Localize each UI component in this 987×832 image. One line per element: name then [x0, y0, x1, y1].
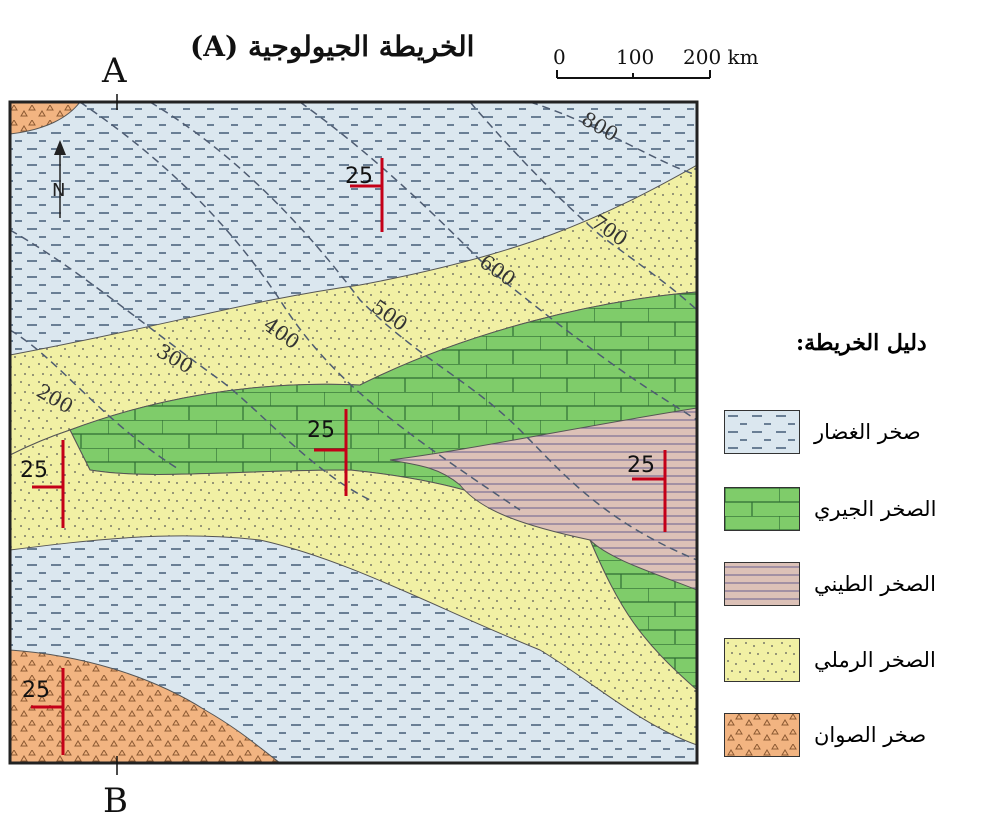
north-arrow-head [54, 140, 66, 155]
scale-label-0: 0 [553, 45, 566, 69]
dip-symbol [350, 158, 384, 232]
legend-item-shale: صخر الغضار [724, 410, 974, 454]
contour-600 [299, 102, 697, 421]
legend-label: صخر الغضار [814, 420, 921, 444]
section-label-a: A [101, 51, 127, 91]
legend-item-limestone: الصخر الجيري [724, 487, 974, 531]
scale-label-100: 100 [616, 45, 654, 69]
dip-value: 25 [627, 453, 655, 478]
dip-symbols [31, 158, 667, 755]
scale-bar: 0 100 200 km [553, 45, 759, 79]
legend-item-mudstone: الصخر الطيني [724, 562, 974, 606]
dip-value: 25 [307, 418, 335, 443]
legend-label: الصخر الجيري [814, 497, 937, 521]
legend-title: دليل الخريطة: [796, 330, 927, 356]
section-label-b: B [103, 781, 128, 821]
dip-symbol [632, 450, 667, 532]
dip-value: 25 [22, 678, 50, 703]
legend-swatch-chert [724, 713, 800, 757]
legend-label: صخر الصوان [814, 723, 927, 747]
dip-symbol [32, 440, 65, 528]
legend-item-chert: صخر الصوان [724, 713, 974, 757]
dip-value: 25 [345, 164, 373, 189]
legend-label: الصخر الرملي [814, 648, 936, 672]
mudstone-area [389, 407, 697, 591]
contour-300 [10, 229, 371, 501]
contour-700 [469, 102, 697, 311]
contour-800 [529, 102, 697, 176]
scale-label-200: 200 km [683, 45, 759, 69]
legend-label: الصخر الطيني [814, 572, 936, 596]
dip-symbol [31, 668, 65, 755]
dip-symbol [314, 409, 348, 496]
contour-lines [10, 102, 697, 561]
legend-swatch-shale [724, 410, 800, 454]
section-line: A B [101, 51, 128, 821]
chert-area-southwest [10, 649, 281, 763]
legend-swatch-limestone [724, 487, 800, 531]
map-title: الخريطة الجيولوجية (A) [190, 30, 475, 63]
legend-item-sandstone: الصخر الرملي [724, 638, 974, 682]
chert-area-northwest [10, 102, 81, 135]
map-frame [8, 100, 699, 765]
legend-swatch-mudstone [724, 562, 800, 606]
contour-500 [149, 102, 697, 561]
legend-swatch-sandstone [724, 638, 800, 682]
north-arrow-label: N [52, 180, 65, 201]
dip-value: 25 [20, 458, 48, 483]
sandstone-band-south [10, 429, 697, 746]
contour-200 [10, 329, 181, 471]
north-arrow: N [52, 140, 66, 218]
